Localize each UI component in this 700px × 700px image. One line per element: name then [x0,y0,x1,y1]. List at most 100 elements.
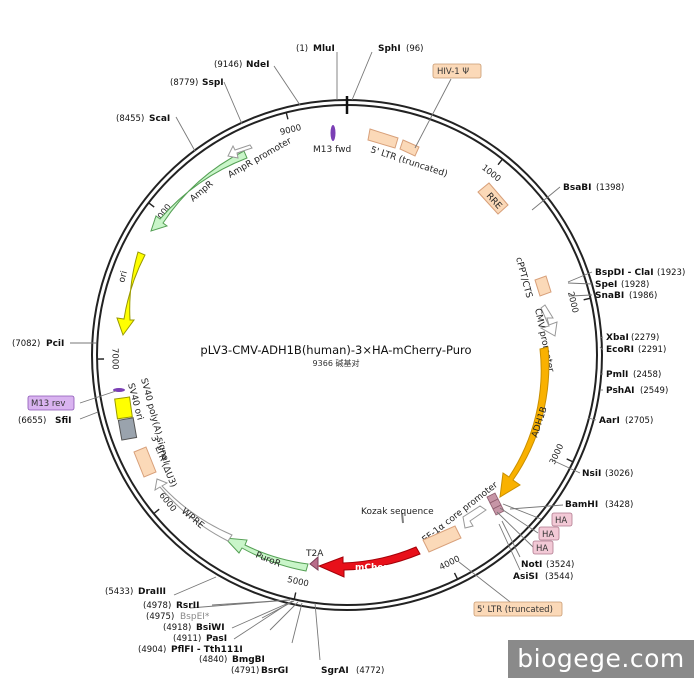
site-leader-lines [70,51,604,661]
tick-label: 4000 [438,554,462,573]
callout-ha-2[interactable]: HA [538,526,560,541]
site-pos-bspei: (4975) [146,612,174,622]
feature-cmv-promoter[interactable] [539,304,558,337]
site-pos-asisi: (3544) [545,572,573,582]
feature-sv40-ori[interactable] [114,396,133,420]
site-name-ecori[interactable]: EcoRI [606,345,634,355]
site-pos-pflfi: (4904) [138,645,166,655]
site-name-nsii[interactable]: NsiI [582,469,601,479]
site-pos-mlui: (1) [296,44,308,54]
site-pos-pshai: (2549) [640,386,668,396]
feature-ef1a-promoter[interactable] [462,505,487,529]
callout-hiv-psi[interactable]: HIV-1 Ψ [432,63,482,79]
svg-text:HA: HA [555,516,567,526]
site-name-pasi[interactable]: PasI [206,634,227,644]
site-pos-claI: (1923) [657,268,685,278]
feature-5ltr-top[interactable] [367,128,399,149]
feature-ori[interactable] [116,251,146,337]
site-name-xbai[interactable]: XbaI [606,333,629,343]
feature-label-cppt-cts: cPPT/CTS [513,256,534,299]
site-pos-pasi: (4911) [173,634,201,644]
feature-mcherry[interactable] [317,546,421,578]
site-pos-scai: (8455) [116,114,144,124]
site-name-claI[interactable]: BspDI - ClaI [595,268,654,278]
callout-ha-3[interactable]: HA [532,540,554,555]
site-pos-rsrii: (4978) [143,601,171,611]
site-name-snabi[interactable]: SnaBI [595,291,624,301]
site-name-sspi[interactable]: SspI [202,78,224,88]
site-name-bsiwi[interactable]: BsiWI [196,623,225,633]
site-name-pmli[interactable]: PmlI [606,370,628,380]
site-name-bamhi[interactable]: BamHI [565,500,598,510]
site-name-pshai[interactable]: PshAI [606,386,635,396]
site-labels: (1) MluI SphI (96) (9146) NdeI (8779) Ss… [12,44,685,676]
site-pos-pcii: (7082) [12,339,40,349]
feature-rre[interactable] [477,182,509,215]
callout-m13-rev[interactable]: M13 rev [27,395,75,411]
feature-5ltr-bottom[interactable] [422,525,462,553]
site-name-ndei[interactable]: NdeI [246,60,269,70]
feature-m13-fwd[interactable] [330,125,336,141]
site-name-pcii[interactable]: PciI [46,339,64,349]
feature-label-ampr: AmpR [189,179,216,204]
feature-3ltr[interactable] [133,446,157,478]
feature-label-adh1b: ADH1B [530,406,549,439]
site-name-bmgbi[interactable]: BmgBI [232,655,265,665]
site-name-pflfi[interactable]: PflFI - Tth111I [171,645,243,655]
site-pos-pmli: (2458) [633,370,661,380]
site-pos-sspi: (8779) [170,78,198,88]
site-name-asisi[interactable]: AsiSI [513,572,538,582]
feature-cppt-cts[interactable] [534,275,552,297]
site-name-draiii[interactable]: DraIII [138,587,166,597]
site-pos-bsrgi: (4791) [231,666,259,676]
site-name-aari[interactable]: AarI [599,416,620,426]
site-pos-sphi: (96) [406,44,423,54]
tick-mark [285,112,289,120]
plasmid-size: 9366 碱基对 [313,358,360,368]
feature-kozak[interactable] [401,512,404,524]
tick-mark [583,297,591,301]
site-name-spei[interactable]: SpeI [595,280,617,290]
site-name-bspei[interactable]: BspEI* [180,612,210,622]
site-pos-ndei: (9146) [214,60,242,70]
tick-label: 9000 [279,123,302,138]
site-name-mlui[interactable]: MluI [313,44,335,54]
feature-wpre[interactable] [154,478,233,542]
site-pos-bmgbi: (4840) [199,655,227,665]
feature-label-ori: ori [117,270,130,284]
feature-label-kozak: Kozak sequence [361,507,434,517]
svg-text:HA: HA [536,544,548,554]
feature-label-t2a: T2A [305,549,324,559]
callout-leaders [79,78,542,606]
feature-puror[interactable] [223,537,309,572]
site-pos-spei: (1928) [621,280,649,290]
svg-text:5' LTR (truncated): 5' LTR (truncated) [477,605,553,615]
site-name-sgrai[interactable]: SgrAI [321,666,349,676]
tick-mark [153,508,160,515]
feature-t2a[interactable] [309,555,319,571]
feature-hiv-psi[interactable] [399,139,420,157]
tick-label: 7000 [109,348,119,370]
site-name-scai[interactable]: ScaI [149,114,170,124]
site-name-bsrgi[interactable]: BsrGI [261,666,288,676]
site-pos-aari: (2705) [625,416,653,426]
feature-ampr[interactable] [150,150,248,232]
feature-adh1b[interactable] [499,346,550,498]
callout-5ltr-bottom[interactable]: 5' LTR (truncated) [473,601,563,617]
site-name-rsrii[interactable]: RsrII [176,601,199,611]
callout-ha-1[interactable]: HA [551,512,573,527]
site-pos-sgrai: (4772) [356,666,384,676]
site-name-noti[interactable]: NotI [521,560,542,570]
feature-sv40-polya[interactable] [117,417,138,441]
tick-mark [497,158,503,166]
svg-text:HA: HA [542,530,554,540]
site-name-sphi[interactable]: SphI [378,44,401,54]
site-pos-bamhi: (3428) [605,500,633,510]
tick-mark [453,572,459,580]
site-name-bsabi[interactable]: BsaBI [563,183,592,193]
site-pos-nsii: (3026) [605,469,633,479]
feature-label-puror: PuroR [254,551,282,570]
site-name-sfii[interactable]: SfiI [55,416,72,426]
feature-ampr-promoter[interactable] [227,144,253,159]
